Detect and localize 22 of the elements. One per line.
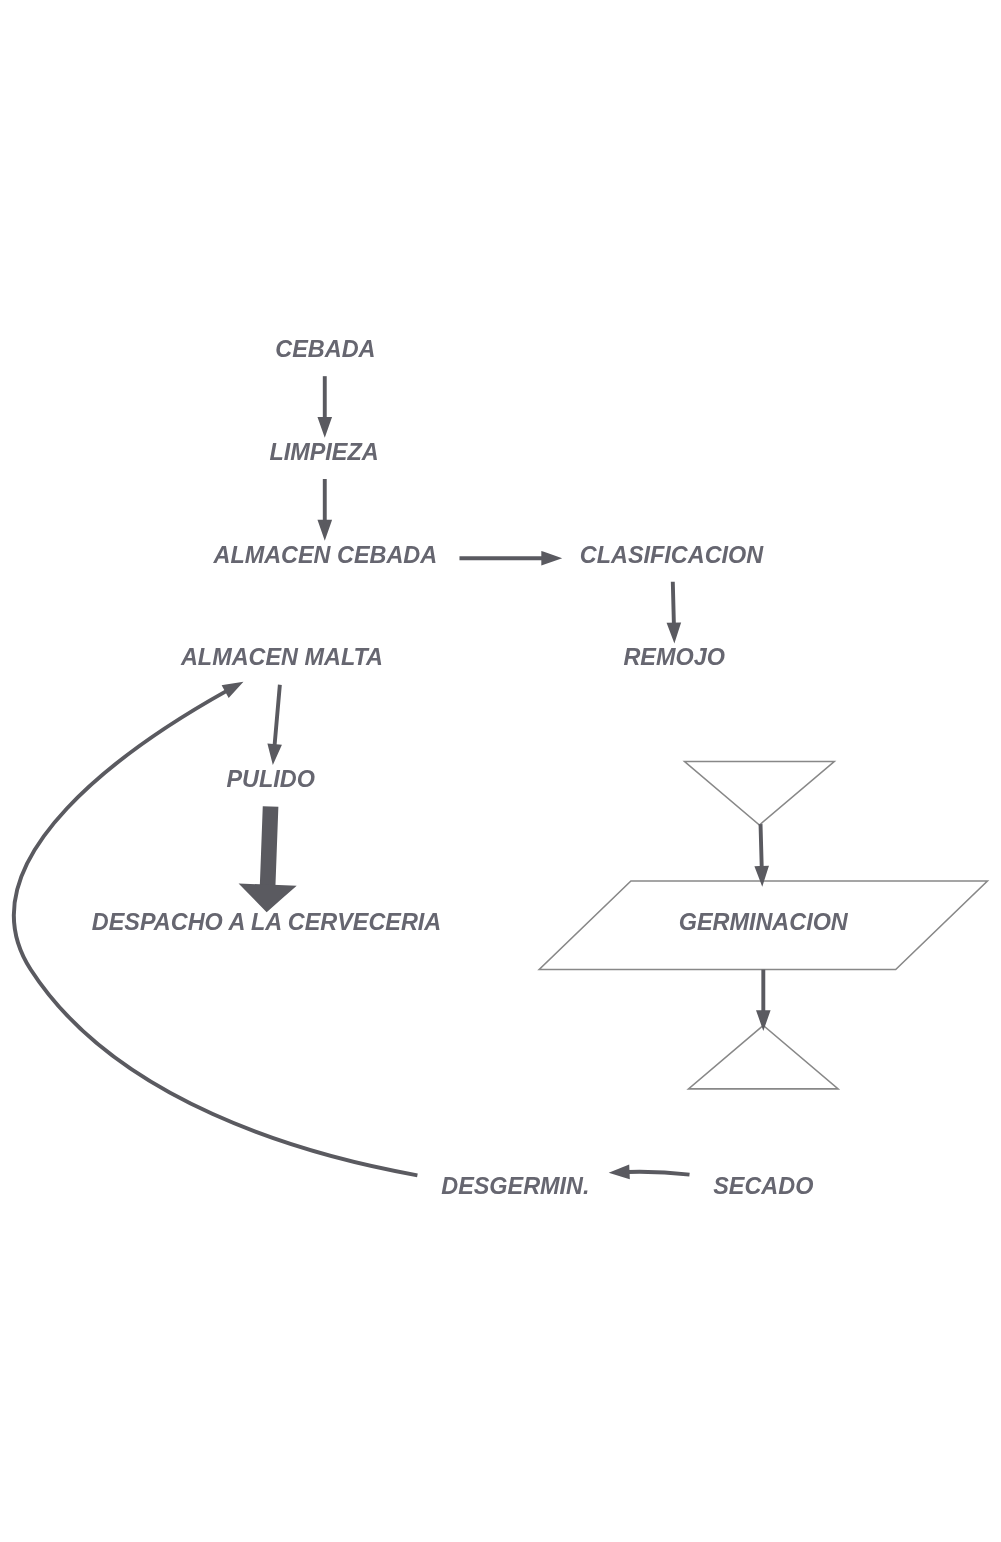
arrow — [317, 478, 333, 541]
node-text: ALMACEN MALTA — [180, 644, 383, 671]
node-text: PULIDO — [226, 766, 315, 793]
node-text: CEBADA — [275, 336, 376, 363]
node-text: ALMACEN CEBADA — [213, 541, 438, 568]
arrow — [12, 681, 418, 1178]
arrow — [608, 1164, 690, 1180]
node-text: CLASIFICACION — [579, 541, 764, 568]
arrow — [756, 969, 771, 1031]
node-text: DESGERMIN. — [441, 1172, 590, 1199]
node-text: DESPACHO A LA CERVECERIA — [91, 908, 442, 935]
arrow — [317, 376, 333, 438]
arrow — [238, 806, 297, 913]
node-text: SECADO — [713, 1172, 814, 1199]
arrow — [459, 550, 563, 566]
arrow — [754, 824, 769, 887]
node-funnel — [682, 760, 837, 827]
node-text: REMOJO — [623, 644, 725, 671]
node-text: LIMPIEZA — [269, 438, 379, 465]
node-triangle — [686, 1024, 841, 1090]
arrow — [666, 581, 682, 644]
arrow — [267, 684, 282, 765]
